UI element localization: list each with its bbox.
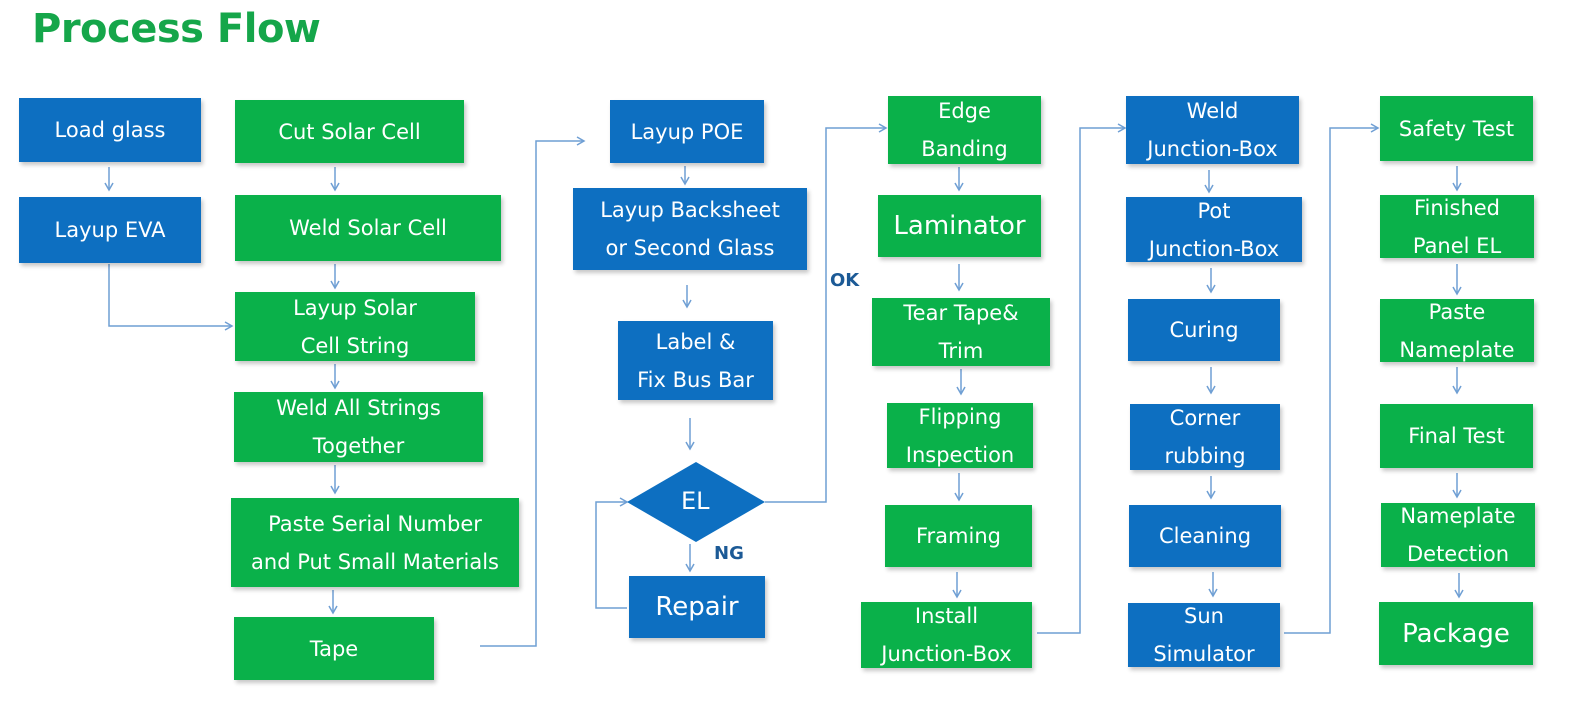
step-label-line2: Junction-Box [1147,137,1278,161]
step-repair: Repair [629,576,765,638]
step-label-line1: Layup Solar [293,295,417,320]
step-label: Package [1402,618,1510,649]
step-label: Layup POE [630,119,744,144]
step-label-fix-bus-bar: Label & Fix Bus Bar [618,321,773,400]
step-label-line1: Pot [1197,198,1231,223]
el-decision-label: EL [681,487,710,515]
step-label-line2: rubbing [1164,444,1246,468]
step-cut-solar-cell: Cut Solar Cell [235,100,464,163]
arrow-sun-to-safety [1284,123,1380,634]
step-label-line1: Corner [1169,406,1241,430]
step-label-line1: Sun [1184,604,1224,628]
step-label-line2: Detection [1406,542,1510,566]
step-layup-eva: Layup EVA [19,197,201,263]
step-tape: Tape [234,617,434,680]
step-label-line2: Cell String [300,333,410,358]
step-label-line1: Paste [1428,299,1486,324]
step-label: Cut Solar Cell [278,119,421,144]
step-label-line1: Label & [655,329,736,354]
step-label: Cleaning [1158,524,1252,548]
step-label-line2: Panel EL [1412,233,1502,258]
step-curing: Curing [1128,299,1280,361]
step-label-line2: Banding [921,137,1008,161]
step-label: Safety Test [1398,116,1515,141]
step-label-line2: Fix Bus Bar [637,367,754,392]
step-label-line2: Together [312,434,405,458]
step-label-line2: Nameplate [1399,337,1515,362]
step-label-line2: Junction-Box [881,642,1012,666]
step-label-line1: Edge [938,99,991,123]
step-label: Tape [309,636,359,661]
arrow-tape-to-poe [480,136,586,647]
step-layup-backsheet: Layup Backsheet or Second Glass [573,188,807,270]
step-final-test: Final Test [1380,404,1533,468]
step-label-line2: Trim [938,339,984,363]
arrow-install-to-weldjbox [1037,123,1127,634]
step-label-line1: Layup Backsheet [600,198,780,222]
step-label-line2: Junction-Box [1148,236,1280,261]
step-layup-poe: Layup POE [610,100,764,163]
step-label-line1: Flipping [918,404,1002,429]
step-label: Layup EVA [54,218,166,242]
ok-label: OK [830,270,860,291]
step-framing: Framing [885,505,1032,567]
step-load-glass: Load glass [19,98,201,162]
step-label: Framing [916,524,1001,548]
arrow-el-to-edge [765,123,888,503]
step-corner-rubbing: Corner rubbing [1130,404,1280,470]
ng-label: NG [714,543,744,564]
step-label: Curing [1169,318,1239,342]
step-laminator: Laminator [878,195,1041,257]
step-cleaning: Cleaning [1129,505,1281,567]
step-label: Laminator [893,211,1026,241]
step-label-line2: Inspection [905,442,1015,467]
arrow-repair-to-el [595,497,629,609]
step-package: Package [1379,602,1533,665]
step-label-line2: Simulator [1153,642,1255,666]
step-label: Final Test [1408,424,1505,448]
step-label-line1: Weld [1186,99,1239,123]
step-label: Load glass [54,118,166,142]
el-decision-diamond [627,462,765,542]
step-label-line1: Nameplate [1400,504,1516,528]
step-label-line1: Install [914,604,979,628]
step-label-line1: Finished [1413,195,1500,220]
page-title: Process Flow [32,6,321,52]
step-weld-solar-cell: Weld Solar Cell [235,195,501,261]
arrow-eva-to-string [108,264,234,331]
step-safety-test: Safety Test [1380,96,1533,161]
step-label-line1: Weld All Strings [276,396,441,420]
step-label-line1: Tear Tape& [903,301,1019,325]
step-label: Weld Solar Cell [289,216,447,240]
step-label: Repair [655,592,739,622]
step-label-line2: or Second Glass [605,236,775,260]
step-label-line2: and Put Small Materials [251,549,499,574]
step-label-line1: Paste Serial Number [268,511,482,536]
step-paste-serial-number: Paste Serial Number and Put Small Materia… [231,498,519,587]
step-tear-tape-trim: Tear Tape&Trim [872,298,1050,366]
